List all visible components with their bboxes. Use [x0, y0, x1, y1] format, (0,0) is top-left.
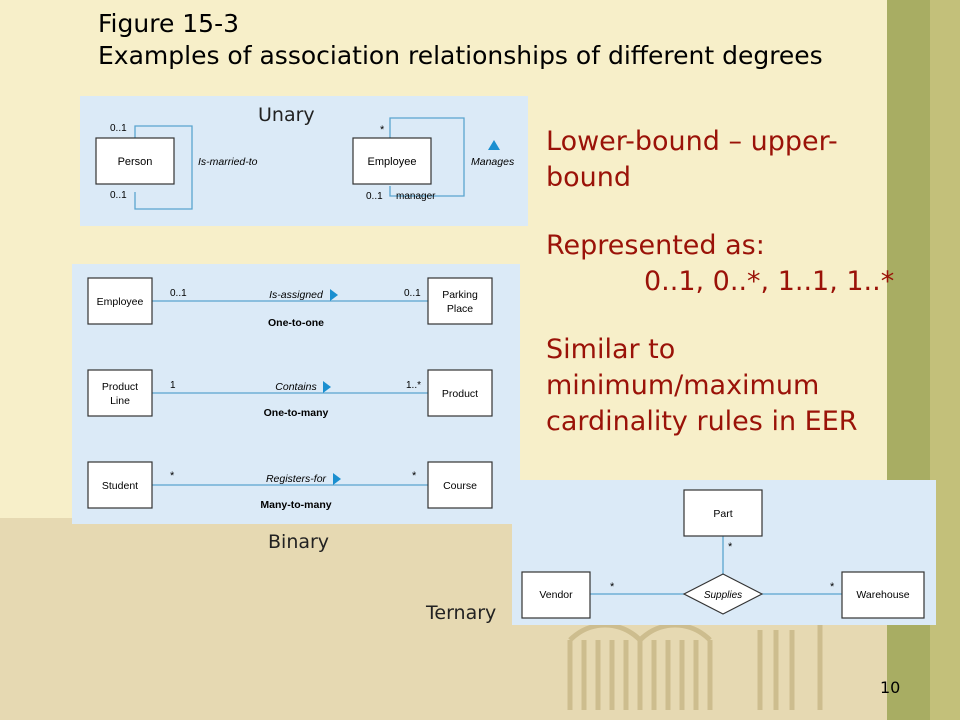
one-to-many-right-mult: 1..*: [406, 380, 421, 391]
course-box: [427, 461, 493, 509]
one-to-many-left-mult: 1: [170, 380, 176, 391]
parking-label: Parking: [442, 289, 478, 301]
one-to-many-caption: One-to-many: [264, 407, 329, 419]
manages-arrow-icon: [488, 140, 500, 150]
manager-role-label: manager: [396, 191, 436, 202]
registers-for-label: Registers-for: [266, 473, 327, 485]
employee-box: [87, 277, 153, 325]
notes-line-2: bound: [546, 162, 632, 193]
warehouse-label: Warehouse: [856, 589, 909, 601]
unary-diagram: Person 0..1 0..1 Is-married-to Employee …: [80, 96, 528, 226]
figure-caption: Examples of association relationships of…: [98, 41, 823, 70]
ternary-diagram: Part Vendor Warehouse Supplies * * *: [512, 480, 936, 625]
employee-box: [352, 137, 432, 185]
binary-label: Binary: [268, 531, 330, 553]
part-mult: *: [728, 541, 733, 553]
many-to-many-right-mult: *: [412, 470, 417, 482]
binary-diagram: Employee Parking Place 0..1 0..1 Is-assi…: [72, 264, 520, 524]
is-assigned-label: Is-assigned: [269, 289, 324, 301]
figure-number: Figure 15-3: [98, 9, 240, 38]
decorative-fence: [567, 620, 823, 710]
notes-line-7: cardinality rules in EER: [546, 406, 858, 437]
part-box: [683, 489, 763, 537]
notes-line-4: 0..1, 0..*, 1..1, 1..*: [644, 266, 895, 297]
part-label: Part: [713, 508, 732, 520]
employee-mult-bottom: 0..1: [366, 191, 383, 202]
vendor-mult: *: [610, 581, 615, 593]
product-line-box: [87, 369, 153, 417]
parking-place-box: [427, 277, 493, 325]
warehouse-box: [841, 571, 925, 619]
unary-label: Unary: [258, 104, 315, 126]
multiplicity-notes: Lower-bound – upper- bound Represented a…: [546, 124, 895, 440]
place-label: Place: [447, 303, 473, 315]
is-married-to-label: Is-married-to: [198, 156, 258, 168]
ternary-label: Ternary: [426, 602, 497, 624]
many-to-many-left-mult: *: [170, 470, 175, 482]
is-assigned-arrow-icon: [330, 289, 338, 301]
person-mult-bottom: 0..1: [110, 190, 127, 201]
supplies-label: Supplies: [704, 590, 742, 601]
figure-title: Figure 15-3 Examples of association rela…: [98, 8, 823, 72]
student-box: [87, 461, 153, 509]
many-to-many-caption: Many-to-many: [260, 499, 331, 511]
manages-label: Manages: [471, 156, 515, 168]
vendor-label: Vendor: [539, 589, 573, 601]
binary-employee-label: Employee: [97, 296, 144, 308]
notes-line-6: minimum/maximum: [546, 370, 820, 401]
product-line-label-1: Product: [102, 381, 138, 393]
person-label: Person: [118, 156, 153, 168]
supplies-diamond: [682, 573, 764, 615]
notes-line-1: Lower-bound – upper-: [546, 126, 838, 157]
product-label: Product: [442, 388, 478, 400]
notes-line-5: Similar to: [546, 334, 676, 365]
warehouse-mult: *: [830, 581, 835, 593]
page-number: 10: [880, 678, 901, 697]
student-label: Student: [102, 480, 138, 492]
one-to-one-caption: One-to-one: [268, 317, 324, 329]
vendor-box: [521, 571, 591, 619]
one-to-one-right-mult: 0..1: [404, 288, 421, 299]
one-to-one-left-mult: 0..1: [170, 288, 187, 299]
course-label: Course: [443, 480, 477, 492]
contains-label: Contains: [275, 381, 317, 393]
person-mult-top: 0..1: [110, 123, 127, 134]
product-box: [427, 369, 493, 417]
person-box: [95, 137, 175, 185]
product-line-label-2: Line: [110, 395, 130, 407]
contains-arrow-icon: [323, 381, 331, 393]
employee-label: Employee: [368, 156, 417, 168]
notes-line-3: Represented as:: [546, 230, 765, 261]
registers-for-arrow-icon: [333, 473, 341, 485]
employee-mult-top: *: [380, 124, 385, 136]
